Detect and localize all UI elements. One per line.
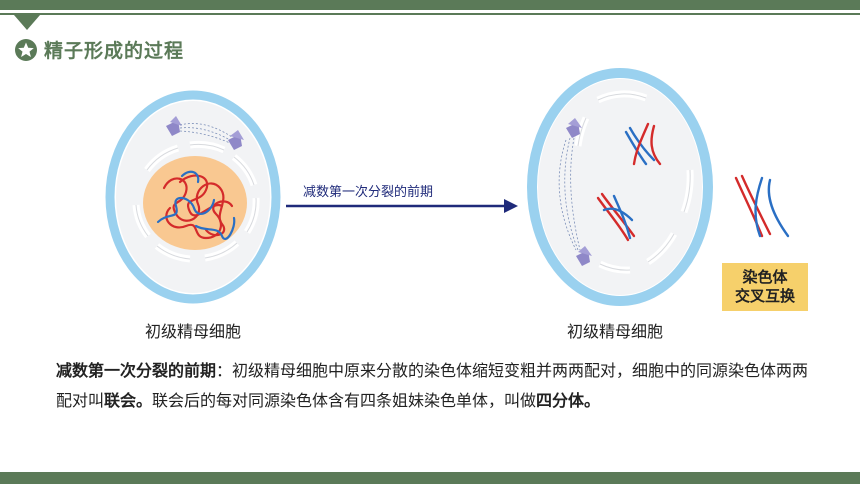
top-line	[0, 13, 860, 15]
centriole-right	[228, 130, 244, 150]
crossover-chromosomes	[734, 174, 790, 238]
header: 精子形成的过程	[14, 36, 184, 63]
page-title: 精子形成的过程	[44, 40, 185, 62]
crossover-label-box: 染色体 交叉互换	[722, 263, 808, 311]
desc-part2: 联会后的每对同源染色体含有四条姐妹染色单体，叫做	[152, 391, 537, 410]
left-cell	[105, 90, 281, 304]
star-icon-slot	[14, 38, 38, 62]
bottom-bar	[0, 472, 860, 484]
arrow-label: 减数第一次分裂的前期	[303, 185, 434, 200]
crossover-line1: 染色体	[742, 268, 788, 286]
centriole-bottom	[576, 246, 592, 266]
tetrad-2	[596, 192, 636, 242]
desc-synapsis: 联会。	[104, 391, 153, 410]
centriole-top	[566, 118, 582, 138]
right-cell	[527, 68, 713, 306]
star-icon	[15, 39, 37, 61]
centriole-left	[166, 116, 182, 136]
description: 减数第一次分裂的前期：初级精母细胞中原来分散的染色体缩短变粗并两两配对，细胞中的…	[56, 356, 816, 416]
desc-term: 减数第一次分裂的前期	[56, 361, 217, 380]
tetrad-1	[624, 122, 662, 166]
desc-tetrad: 四分体。	[536, 391, 601, 410]
nucleus	[143, 156, 247, 250]
left-cell-label: 初级精母细胞	[145, 322, 242, 341]
right-cell-label: 初级精母细胞	[567, 322, 664, 341]
top-bar	[0, 0, 860, 10]
desc-part1: ：初级精母细胞中原来分散的染色体缩短变粗并两两配对，细胞中的同源染色体两两配对叫	[56, 361, 809, 410]
crossover-line2: 交叉互换	[734, 287, 795, 305]
arrow	[286, 199, 518, 213]
chromatin	[156, 170, 236, 240]
triangle-marker	[14, 15, 40, 30]
